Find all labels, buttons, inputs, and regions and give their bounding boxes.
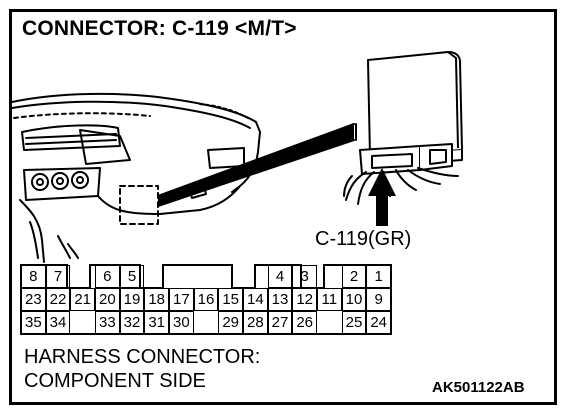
connector-pin-33: 33 [95, 311, 120, 334]
connector-pin-23: 23 [21, 288, 46, 311]
connector-pin-10: 10 [341, 288, 367, 311]
connector-pin-3: 3 [292, 265, 317, 288]
connector-pin-6: 6 [95, 265, 120, 288]
connector-pin-28: 28 [243, 311, 268, 334]
connector-pin-13: 13 [267, 288, 293, 311]
knob-2 [51, 172, 69, 190]
connector-pin-35: 35 [21, 311, 46, 334]
connector-pin-4: 4 [267, 265, 293, 288]
caption: HARNESS CONNECTOR: COMPONENT SIDE [24, 345, 260, 393]
connector-pin-2: 2 [341, 265, 367, 288]
callout-arrow [368, 168, 396, 226]
connector-pin-14: 14 [243, 288, 268, 311]
caption-line-2: COMPONENT SIDE [24, 370, 206, 392]
connector-pin-29: 29 [218, 311, 243, 334]
connector-pin-25: 25 [341, 311, 367, 334]
connector-pin-21: 21 [70, 288, 95, 311]
connector-pin-32: 32 [119, 311, 145, 334]
connector-pin-1: 1 [366, 265, 391, 288]
diagram-title: CONNECTOR: C-119 <M/T> [22, 17, 297, 40]
vent-left [21, 124, 121, 151]
connector-pin-24: 24 [366, 311, 391, 334]
connector-pin-9: 9 [366, 288, 391, 311]
connector-pin-34: 34 [45, 311, 71, 334]
connector-pin-19: 19 [119, 288, 145, 311]
diagram-frame [9, 9, 557, 405]
vent-right [207, 147, 245, 169]
connector-pin-11: 11 [317, 288, 342, 311]
connector-pin-27: 27 [267, 311, 293, 334]
ecu-location-box [119, 185, 159, 225]
connector-pin-8: 8 [21, 265, 46, 288]
connector-pin-30: 30 [169, 311, 194, 334]
connector-pin-12: 12 [292, 288, 317, 311]
callout-label: C-119(GR) [315, 228, 412, 250]
connector-pin-17: 17 [169, 288, 194, 311]
connector-pin-5: 5 [119, 265, 145, 288]
connector-pin-18: 18 [144, 288, 169, 311]
knob-3 [71, 171, 89, 189]
connector-pin-31: 31 [144, 311, 169, 334]
connector-pin-20: 20 [95, 288, 120, 311]
figure-code: AK501122AB [432, 379, 525, 396]
connector-pin-7: 7 [45, 265, 71, 288]
ecu-module [367, 51, 463, 157]
connector-pin-26: 26 [292, 311, 317, 334]
knob-1 [31, 173, 49, 191]
caption-line-1: HARNESS CONNECTOR: [24, 346, 261, 368]
connector-pin-15: 15 [218, 288, 243, 311]
connector-pin-22: 22 [45, 288, 71, 311]
connector-pin-16: 16 [193, 288, 219, 311]
